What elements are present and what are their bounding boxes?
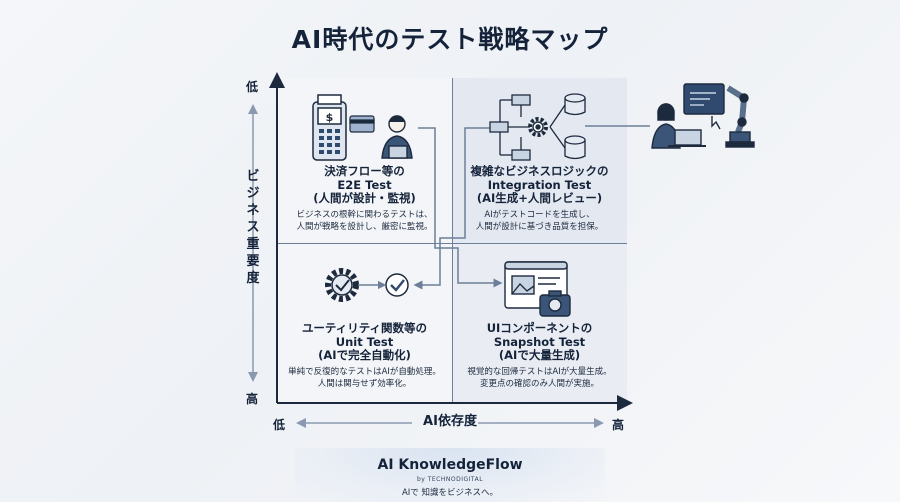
quadrant-bottom-right: UIコンポーネントの Snapshot Test (AIで大量生成) 視覚的な回… xyxy=(452,321,627,390)
quadrant-top-right: 複雑なビジネスロジックの Integration Test (AI生成+人間レビ… xyxy=(452,164,627,233)
person-robot-arm-icon xyxy=(651,83,755,149)
payment-terminal-icon: $ xyxy=(312,94,347,161)
quadrant-bottom-left: ユーティリティ関数等の Unit Test (AIで完全自動化) 単純で反復的な… xyxy=(277,321,452,390)
quadrant-heading: (AIで大量生成) xyxy=(498,348,581,362)
quadrant-top-left: 決済フロー等の E2E Test (人間が設計・監視) ビジネスの根幹に関わるテ… xyxy=(277,164,452,233)
gear-check-icon xyxy=(325,268,359,302)
quadrant-heading: (AIで完全自動化) xyxy=(318,348,411,362)
y-axis-high-label: 高 xyxy=(246,392,259,406)
vertical-divider xyxy=(452,78,453,403)
y-axis-low-label: 低 xyxy=(246,80,259,94)
description-line: 視覚的な回帰テストはAIが大量生成。 xyxy=(467,366,612,377)
quadrant-description: 単純で反復的なテストはAIが自動処理。 人間は関与せず効率化。 xyxy=(277,366,452,390)
footer-glow xyxy=(295,448,605,502)
gear-icon xyxy=(528,117,548,137)
quadrant-heading: UIコンポーネントの xyxy=(486,321,593,335)
quadrant-description: 視覚的な回帰テストはAIが大量生成。 変更点の確認のみ人間が実施。 xyxy=(452,366,627,390)
credit-card-icon xyxy=(349,115,375,133)
description-line: 単純で反復的なテストはAIが自動処理。 xyxy=(288,366,441,377)
description-line: 変更点の確認のみ人間が実施。 xyxy=(479,378,599,389)
quadrant-heading: 複雑なビジネスロジックの xyxy=(470,164,609,178)
quadrant-description: ビジネスの根幹に関わるテストは、 人間が戦略を設計し、厳密に監視。 xyxy=(277,209,452,233)
description-line: ビジネスの根幹に関わるテストは、 xyxy=(296,209,433,220)
x-axis-low-label: 低 xyxy=(273,418,286,432)
browser-window-icon xyxy=(504,261,568,309)
quadrant-description: AIがテストコードを生成し、 人間が設計に基づき品質を担保。 xyxy=(452,209,627,233)
flow-connectors xyxy=(413,125,650,290)
description-line: 人間が設計に基づき品質を担保。 xyxy=(475,221,604,232)
page-title: AI時代のテスト戦略マップ xyxy=(291,25,609,54)
brand-tagline: AIで 知識をビジネスへ。 xyxy=(401,488,499,498)
brand-name: AI KnowledgeFlow xyxy=(377,457,523,473)
svg-text:$: $ xyxy=(326,111,334,124)
quadrant-heading: (AI生成+人間レビュー) xyxy=(476,191,603,205)
x-axis-high-label: 高 xyxy=(612,418,625,432)
y-direction-arrow xyxy=(248,104,258,382)
x-axis-title: AI依存度 xyxy=(423,414,477,429)
quadrant-heading: Snapshot Test xyxy=(493,334,586,349)
quadrant-top-left-bg xyxy=(277,78,452,243)
quadrant-heading: (人間が設計・監視) xyxy=(313,191,416,205)
y-axis-title-text: ビジネス重要度 xyxy=(246,169,260,286)
quadrant-heading: 決済フロー等の xyxy=(324,164,405,178)
check-circle-icon xyxy=(385,273,409,297)
horizontal-divider xyxy=(277,243,627,244)
description-line: AIがテストコードを生成し、 xyxy=(484,209,595,220)
database-icon xyxy=(549,93,586,160)
camera-icon xyxy=(539,290,571,317)
network-diagram-icon xyxy=(489,94,531,161)
description-line: 人間が戦略を設計し、厳密に監視。 xyxy=(296,221,433,232)
quadrant-heading: Integration Test xyxy=(487,177,592,192)
brand-byline: by TECHNODIGITAL xyxy=(416,476,484,483)
quadrant-top-right-bg xyxy=(452,78,627,243)
quadrant-bottom-left-bg xyxy=(277,243,452,403)
y-axis-title: ビジネス重要度 xyxy=(242,168,264,287)
quadrant-heading: Unit Test xyxy=(335,334,394,349)
description-line: 人間は関与せず効率化。 xyxy=(317,378,412,389)
quadrant-heading: E2E Test xyxy=(337,177,392,192)
person-laptop-icon xyxy=(381,115,413,159)
x-direction-arrow xyxy=(296,418,604,428)
quadrant-heading: ユーティリティ関数等の xyxy=(301,321,428,335)
